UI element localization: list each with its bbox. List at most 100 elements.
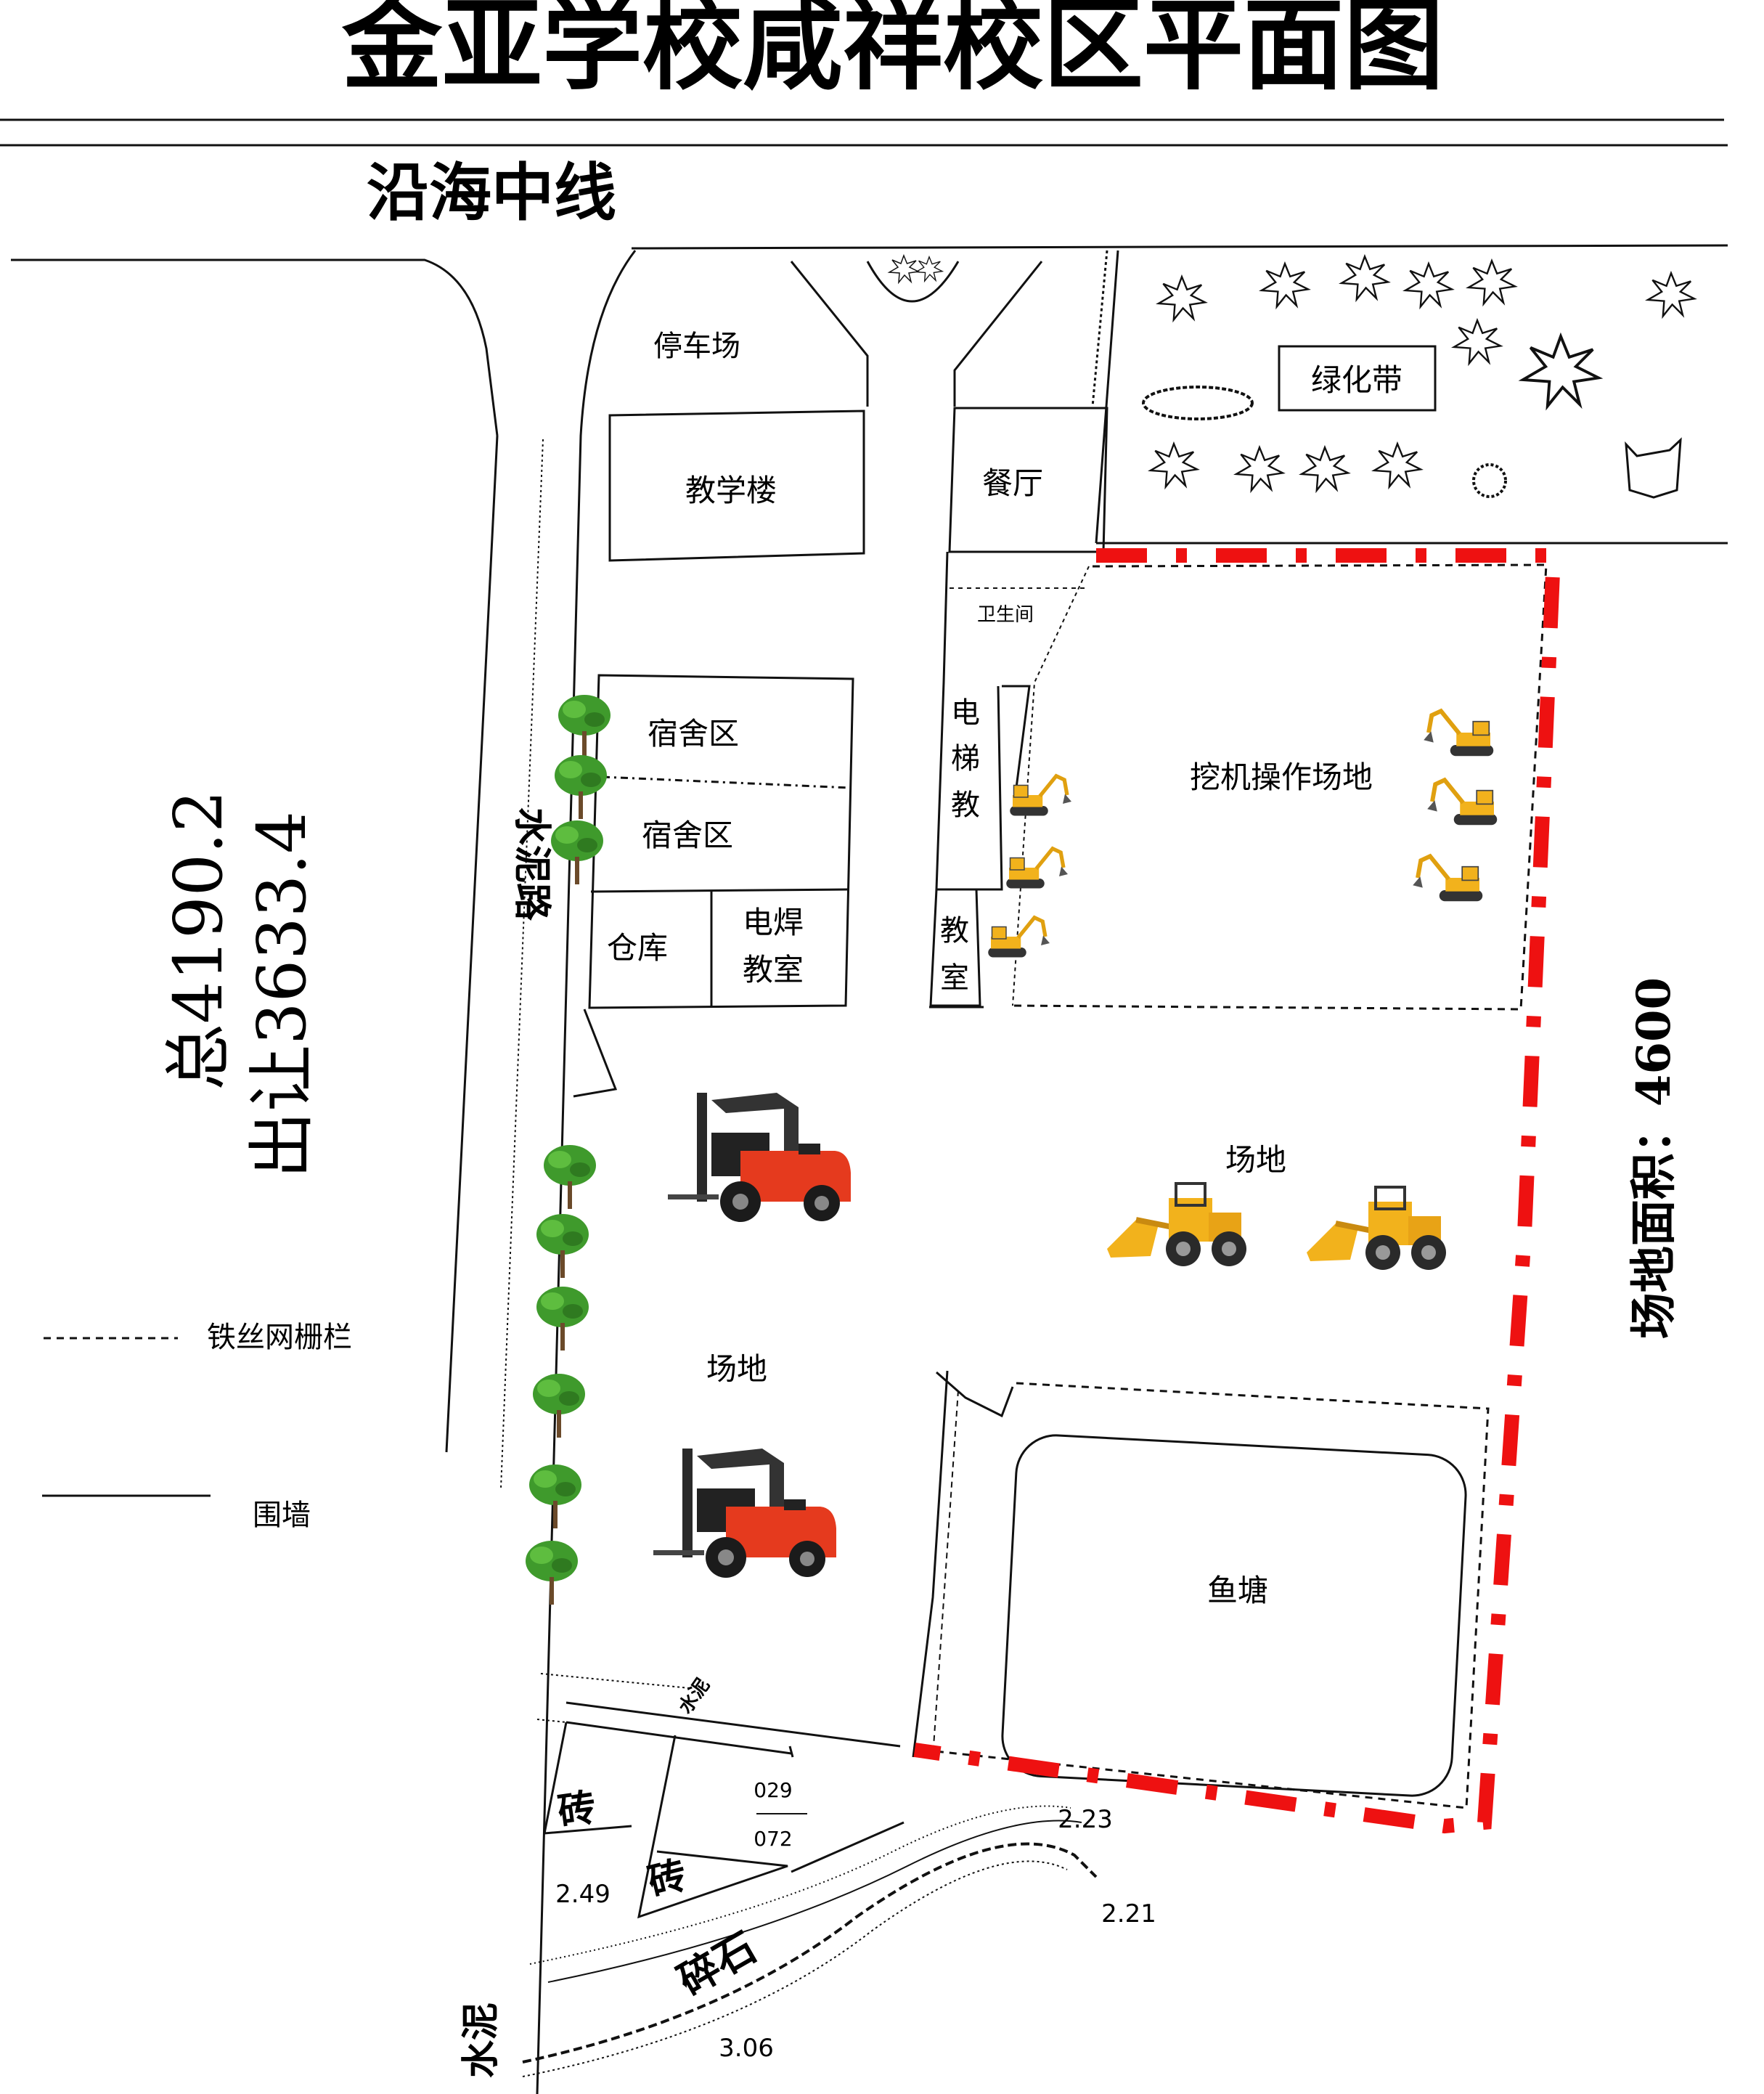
shrub-icon: [1467, 260, 1516, 305]
shrub-icon: [889, 255, 919, 283]
dim-249: 2.49: [555, 1880, 611, 1909]
loader-icon: [1107, 1184, 1246, 1266]
shrub-icon: [1142, 386, 1254, 420]
green-belt-box: [1278, 345, 1437, 412]
site-boundary: [913, 548, 1561, 1834]
dim-306: 3.06: [719, 2034, 774, 2063]
fence-line: [932, 1390, 959, 1758]
excavator-icon: [1006, 849, 1068, 889]
field-left-label: 场地: [706, 1351, 767, 1387]
road-left-label: 水泥路: [510, 807, 554, 921]
legend-wall-label: 围墙: [253, 1499, 311, 1532]
entrance-edge: [953, 261, 1043, 407]
excavator-icon: [1427, 780, 1497, 825]
weld-label-1: 电焊: [743, 905, 804, 940]
shrub-icon: [1453, 319, 1502, 364]
pond-fence: [921, 1382, 1490, 1809]
brick-label-2: 砖: [644, 1853, 691, 1905]
parking-label: 停车场: [653, 330, 740, 363]
gravel-road-edge: [522, 1842, 1098, 2064]
tree-icon: [536, 1287, 589, 1350]
site-area-label: 场地面积：4600: [1627, 977, 1681, 1339]
tree-icon: [551, 820, 603, 884]
forklift-icon: [668, 1093, 851, 1222]
toilet-label: 卫生间: [977, 604, 1034, 626]
tree-icon: [558, 695, 611, 759]
shrub-icon: [1235, 447, 1284, 492]
excavator-icon: [1010, 776, 1071, 816]
road-curve: [547, 1820, 1082, 1983]
wall-line: [912, 1370, 949, 1758]
shrub-icon: [1300, 447, 1349, 492]
elevator-label-1: 电: [951, 696, 980, 730]
brick-area: [543, 1722, 632, 1835]
dim-029: 029: [754, 1778, 792, 1802]
dorm-1-label: 宿舍区: [648, 716, 739, 751]
excavator-field-fence: [1012, 563, 1548, 1011]
tree-icon: [533, 1374, 585, 1438]
tree-icon: [529, 1464, 581, 1528]
dim-072: 072: [754, 1827, 792, 1851]
wall-line: [573, 1009, 618, 1098]
shrub-icon: [915, 256, 943, 282]
loader-icon: [1307, 1187, 1446, 1270]
shrub-icon: [1340, 256, 1389, 301]
teaching-building-outline: [608, 410, 865, 562]
excavator-icon: [1424, 711, 1493, 756]
tree-icon: [526, 1541, 578, 1605]
cement-bottom-label: 水泥: [459, 2003, 503, 2078]
shrub-icon: [1149, 443, 1199, 488]
dorm-2-label: 宿舍区: [642, 818, 733, 853]
classroom-label-1: 教: [940, 914, 969, 948]
excavator-icon: [988, 918, 1050, 958]
tree-icon: [555, 755, 607, 819]
road-curve: [529, 1805, 1071, 1965]
fence-line: [536, 1719, 567, 1723]
fish-pond: [1001, 1434, 1467, 1797]
shrub-icon: [1157, 276, 1206, 321]
elevator-classroom: [1002, 685, 1031, 789]
shrub-icon: [1260, 263, 1310, 308]
classroom-label-2: 室: [940, 961, 969, 995]
dormitory-block: [588, 674, 854, 1009]
entrance-island: [866, 261, 960, 303]
dim-223: 2.23: [1058, 1805, 1113, 1834]
road-centerline: [500, 439, 544, 1489]
wall-line: [936, 1371, 1014, 1418]
shrub-icon: [1404, 263, 1453, 308]
fence-line: [1091, 250, 1108, 407]
teaching-building-label: 教学楼: [685, 473, 777, 508]
cement-small-label: 水泥: [674, 1674, 714, 1718]
dim-221: 2.21: [1101, 1899, 1156, 1928]
road-top-label: 沿海中线: [367, 156, 616, 229]
excavator-icon: [1413, 856, 1482, 901]
wall-line: [565, 1721, 792, 1755]
gate-icon: [1625, 437, 1682, 499]
brick-label-1: 砖: [555, 1785, 599, 1835]
shrub-icon: [1373, 443, 1422, 488]
wall-line: [788, 1745, 794, 1758]
dorm-divider: [602, 775, 850, 789]
brick-area: [637, 1735, 788, 1919]
tree-icon: [536, 1214, 589, 1278]
wall-line: [791, 1821, 905, 1873]
wall-line: [565, 1701, 901, 1748]
gravel-road-edge: [522, 1860, 1068, 2077]
left-road-edge: [11, 258, 499, 436]
shrub-icon: [1646, 272, 1696, 317]
entrance-edge: [790, 261, 869, 407]
fence-line: [1012, 566, 1090, 1006]
left-road-edge: [445, 435, 499, 1453]
warehouse-label: 仓库: [607, 930, 668, 966]
legend-fence-label: 铁丝网栅栏: [207, 1321, 352, 1354]
area-total-label: 总4190.2: [160, 790, 237, 1091]
excavator-field-label: 挖机操作场地: [1190, 759, 1373, 795]
canteen-label: 餐厅: [982, 465, 1043, 501]
shrub-icon: [1472, 463, 1507, 498]
area-transfer-label: 出让3633.4: [243, 811, 321, 1178]
weld-label-2: 教室: [743, 952, 804, 987]
north-boundary: [631, 244, 1728, 250]
shrub-icon: [1522, 335, 1600, 408]
gravel-label: 碎石: [670, 1923, 764, 2005]
